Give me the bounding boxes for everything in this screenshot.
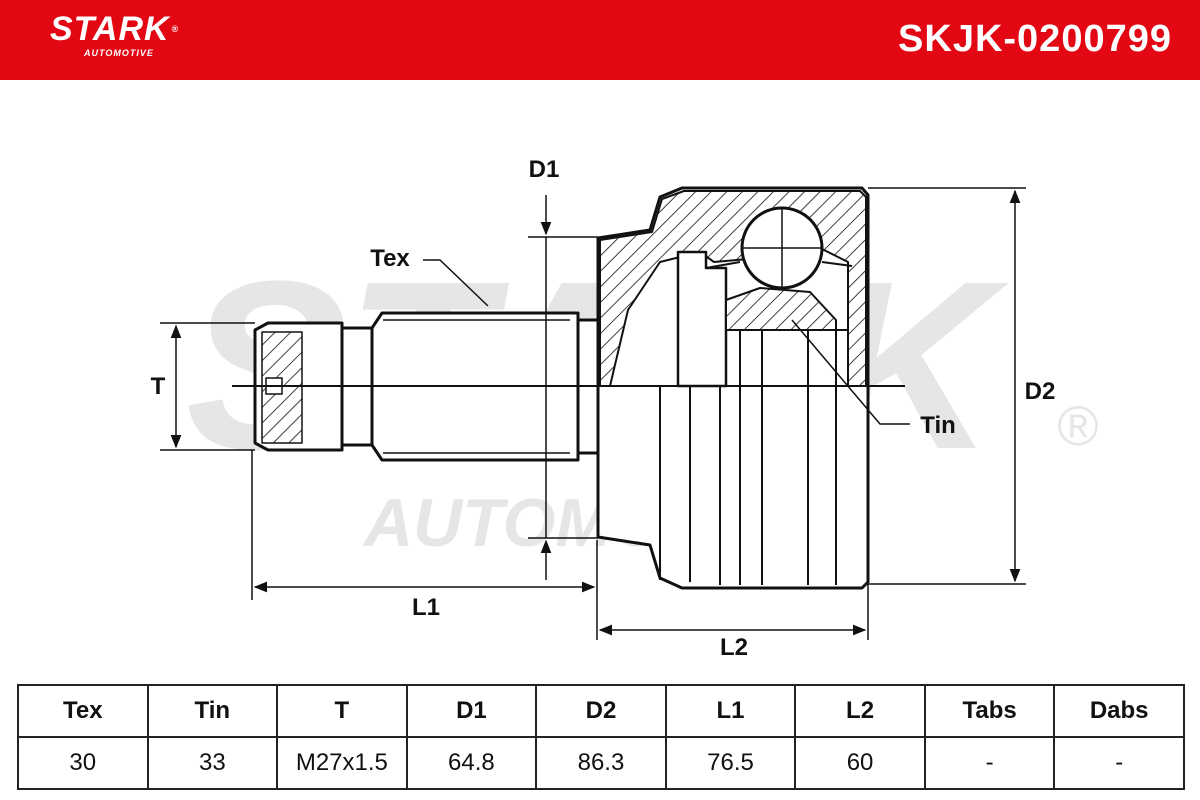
inner-race [676,250,728,388]
value-tex: 30 [17,736,149,790]
header-tin: Tin [146,684,279,738]
part-number: SKJK-0200799 [898,18,1172,60]
label-t: T [151,373,166,400]
label-l2: L2 [720,634,748,661]
value-t: M27x1.5 [276,736,408,790]
header-d1: D1 [405,684,538,738]
specs-table: Tex Tin T D1 D2 L1 L2 Tabs Dabs 30 33 M2… [17,684,1185,790]
value-tabs: - [923,736,1056,790]
header-bar: STARK® AUTOMOTIVE SKJK-0200799 [0,0,1200,80]
value-l1: 76.5 [664,736,797,790]
specs-value-row: 30 33 M27x1.5 64.8 86.3 76.5 60 - - [17,736,1185,790]
watermark-registered-mark: ® [1057,394,1098,457]
stark-logo: STARK® AUTOMOTIVE [50,12,179,58]
value-d1: 64.8 [405,736,538,790]
header-l2: L2 [794,684,926,738]
header-dabs: Dabs [1053,684,1185,738]
logo-registered-mark: ® [171,24,180,34]
value-l2: 60 [794,736,926,790]
specs-header-row: Tex Tin T D1 D2 L1 L2 Tabs Dabs [17,684,1185,738]
logo-brand: STARK [50,10,170,48]
joint-drawing [253,186,870,590]
header-l1: L1 [664,684,797,738]
label-tex: Tex [370,245,410,272]
value-tin: 33 [146,736,279,790]
header-t: T [276,684,408,738]
value-dabs: - [1053,736,1185,790]
label-tin: Tin [920,412,956,439]
label-d1: D1 [529,156,560,183]
bell-housing [596,186,870,590]
label-d2: D2 [1025,378,1056,405]
cv-joint-diagram: STARK AUTOMOTIVE ® [151,156,1099,661]
header-tex: Tex [17,684,149,738]
logo-subtitle: AUTOMOTIVE [84,48,154,58]
label-l1: L1 [412,594,440,621]
value-d2: 86.3 [535,736,667,790]
header-tabs: Tabs [923,684,1056,738]
dimension-lines [160,187,1026,640]
header-d2: D2 [535,684,667,738]
